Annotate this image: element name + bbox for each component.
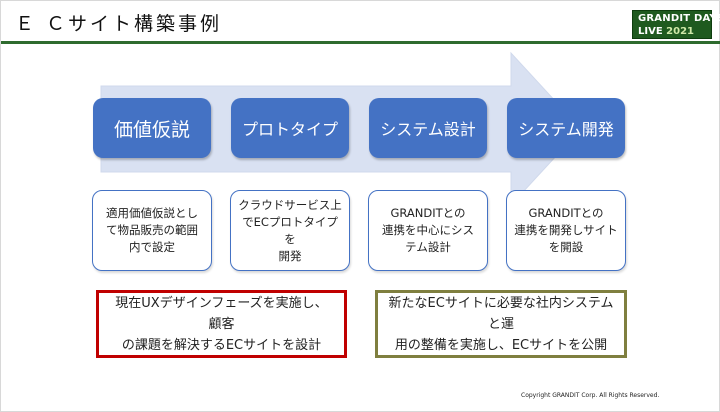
- slide-title: Ｅ Ｃサイト構築事例: [15, 13, 223, 35]
- description-box: GRANDITとの 連携を開発しサイト を開設: [506, 190, 626, 271]
- logo-line-2: LIVE 2021: [638, 26, 707, 37]
- description-line: 開発: [278, 248, 302, 263]
- note-line: 用の整備を実施し、ECサイトを公開: [394, 337, 608, 353]
- next-phase-note: 新たなECサイトに必要な社内システムと運 用の整備を実施し、ECサイトを公開: [375, 290, 627, 358]
- step-system-design: システム設計: [369, 98, 487, 158]
- description-line: 内で設定: [129, 240, 175, 254]
- description-line: 連携を中心にシス: [382, 223, 474, 237]
- description-line: て物品販売の範囲: [106, 223, 198, 237]
- copyright-text: Copyright GRANDIT Corp. All Rights Reser…: [521, 392, 660, 399]
- step-value-hypothesis: 価値仮説: [93, 98, 211, 158]
- logo-line-1: GRANDIT DAYS: [638, 13, 720, 24]
- description-box: 適用価値仮説とし て物品販売の範囲 内で設定: [92, 190, 212, 271]
- description-line: テム設計: [405, 240, 451, 254]
- description-box: クラウドサービス上 でECプロトタイプを 開発: [230, 190, 350, 271]
- description-line: GRANDITとの: [390, 206, 466, 220]
- grandit-days-logo: GRANDIT DAYS LIVE 2021: [632, 10, 720, 39]
- current-phase-note: 現在UXデザインフェーズを実施し、顧客 の課題を解決するECサイトを設計: [96, 290, 347, 358]
- description-line: GRANDITとの: [528, 206, 604, 220]
- title-divider: [1, 41, 720, 44]
- description-line: でECプロトタイプを: [242, 214, 338, 246]
- description-line: を開設: [548, 240, 584, 254]
- description-line: クラウドサービス上: [238, 197, 342, 212]
- logo-live-text: LIVE: [638, 26, 667, 37]
- logo-year-text: 2021: [666, 26, 694, 37]
- note-line: の課題を解決するECサイトを設計: [121, 337, 322, 353]
- step-system-development: システム開発: [507, 98, 625, 158]
- description-box: GRANDITとの 連携を中心にシス テム設計: [368, 190, 488, 271]
- step-prototype: プロトタイプ: [231, 98, 349, 158]
- note-line: 新たなECサイトに必要な社内システムと運: [388, 295, 614, 332]
- note-line: 現在UXデザインフェーズを実施し、顧客: [115, 295, 328, 332]
- description-line: 適用価値仮説とし: [106, 206, 198, 220]
- description-line: 連携を開発しサイト: [514, 223, 618, 237]
